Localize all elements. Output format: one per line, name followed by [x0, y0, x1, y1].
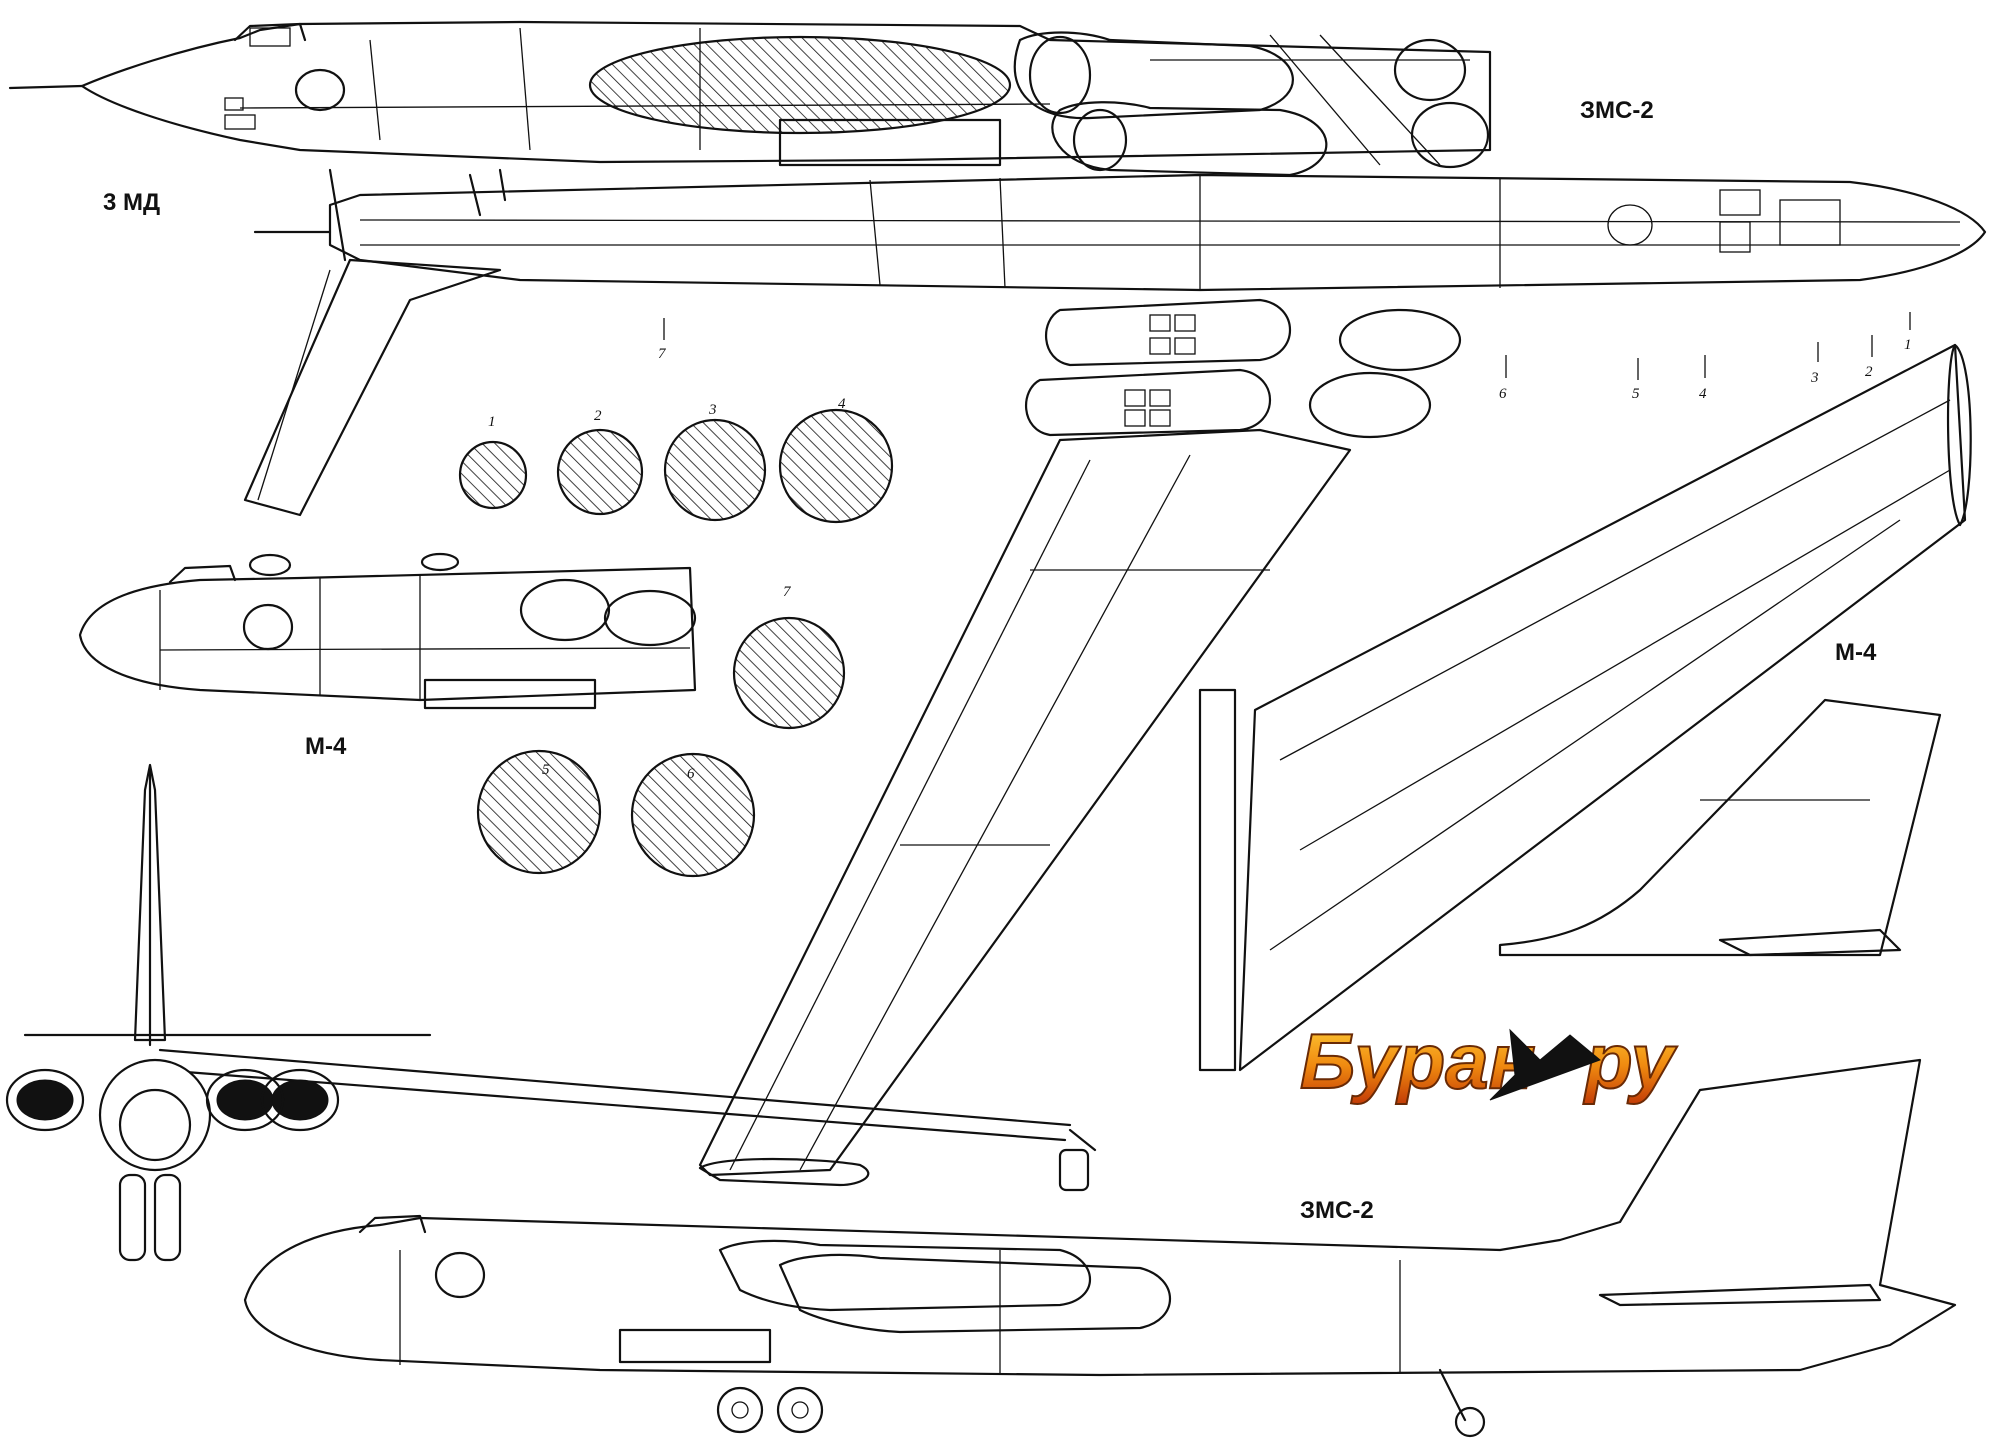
main-wing-planform [698, 428, 1352, 1187]
side-view-zms2-top: ЗМС-2 [8, 20, 1654, 177]
svg-text:1: 1 [1904, 337, 1912, 353]
side-view-zms2-bottom: ЗМС-2 [243, 1058, 1957, 1438]
label-zms2-top: ЗМС-2 [1580, 97, 1654, 124]
svg-text:5: 5 [1632, 386, 1640, 402]
svg-text:3: 3 [1810, 370, 1819, 386]
m4-tail-view [1498, 698, 1942, 957]
svg-text:7: 7 [783, 584, 792, 600]
cross-sections: 1 2 3 4 7 5 6 [458, 396, 894, 878]
svg-text:1: 1 [488, 414, 496, 430]
svg-text:3: 3 [708, 402, 717, 418]
svg-text:6: 6 [1499, 386, 1507, 402]
label-m4-wing: М-4 [1835, 639, 1877, 666]
svg-text:4: 4 [838, 396, 846, 412]
side-view-m4: М-4 [78, 552, 697, 760]
m4-wing-right: М-4 [1198, 343, 1972, 1072]
buran-logo: Буран ру [1299, 1016, 1679, 1106]
front-view [5, 763, 1097, 1262]
svg-text:4: 4 [1699, 386, 1707, 402]
label-m4-side: М-4 [305, 733, 347, 760]
svg-text:2: 2 [1865, 364, 1873, 380]
label-zms2-bottom: ЗМС-2 [1300, 1197, 1374, 1224]
side-view-3md: 3 МД 7 6 5 [103, 168, 1987, 517]
label-3md: 3 МД [103, 189, 160, 216]
svg-text:6: 6 [687, 766, 695, 782]
logo-text-left: Буран [1300, 1017, 1536, 1105]
svg-text:2: 2 [594, 408, 602, 424]
svg-text:5: 5 [542, 762, 550, 778]
svg-text:7: 7 [658, 346, 667, 362]
